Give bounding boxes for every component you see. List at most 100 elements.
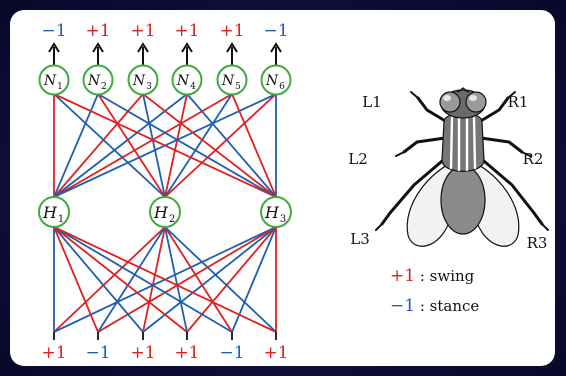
housefly-icon: [375, 87, 549, 247]
node-subscript: 1: [57, 82, 63, 92]
fly-abdomen: [440, 165, 486, 235]
node-subscript: 6: [279, 82, 285, 92]
node-letter: N: [265, 73, 279, 89]
output-sign-1: −1: [41, 21, 66, 41]
legend-stance-text: : stance: [415, 297, 479, 315]
output-node-n4: N 4: [171, 64, 203, 96]
edge-h1-n3: [53, 93, 144, 198]
edge-in4-h1: [53, 226, 188, 333]
arrow-up-icon: [270, 42, 282, 65]
hidden-node-h2: H 2: [149, 196, 181, 228]
node-letter: N: [132, 73, 146, 89]
input-sign-5: −1: [219, 343, 244, 363]
edge-in5-h1: [53, 226, 233, 333]
edge-h3-n1: [53, 93, 277, 198]
input-sign-1: +1: [41, 343, 66, 363]
edge-in6-h1: [53, 226, 277, 333]
leg-label-l3: L3: [350, 230, 370, 248]
node-subscript: 4: [190, 82, 196, 92]
edge-h3-n3: [142, 93, 277, 198]
output-signs: −1 +1 +1 +1 +1 −1: [41, 21, 288, 41]
diagram-card: −1 +1 +1 +1 +1 −1 N 1 N 2: [10, 10, 555, 366]
legend-stance: −1 : stance: [390, 296, 479, 316]
edge-h2-n5: [164, 93, 233, 198]
edge-h2-n6: [164, 93, 277, 198]
node-letter: N: [87, 73, 101, 89]
node-subscript: 3: [146, 82, 152, 92]
node-letter: N: [43, 73, 57, 89]
output-arrows: [48, 42, 282, 65]
network-edges: [53, 93, 277, 340]
output-sign-4: +1: [174, 21, 199, 41]
edge-in6-h2: [164, 226, 277, 333]
node-subscript: 2: [101, 82, 107, 92]
fly-legs: [375, 91, 549, 231]
node-subscript: 5: [235, 82, 241, 92]
arrow-up-icon: [48, 42, 60, 65]
edge-h1-n2: [53, 93, 99, 198]
edge-in2-h3: [97, 226, 277, 333]
arrow-up-icon: [181, 42, 193, 65]
edge-h2-n2: [97, 93, 166, 198]
edge-h2-n1: [53, 93, 166, 198]
node-subscript: 3: [280, 214, 286, 225]
edge-in4-h2: [164, 226, 188, 333]
output-node-n6: N 6: [260, 64, 292, 96]
hidden-nodes: H 1 H 2 H 3: [38, 196, 292, 228]
leg-labels: L1 R1 L2 R2 L3 R3: [348, 93, 547, 252]
node-letter: H: [42, 203, 58, 222]
output-sign-6: −1: [263, 21, 288, 41]
network-diagram: −1 +1 +1 +1 +1 −1 N 1 N 2: [38, 21, 549, 363]
fly-left-eye: [439, 91, 461, 113]
edge-h1-n5: [53, 93, 233, 198]
node-letter: N: [176, 73, 190, 89]
output-nodes: N 1 N 2 N 3 N 4: [38, 64, 292, 96]
edge-h3-n5: [231, 93, 277, 198]
output-sign-5: +1: [219, 21, 244, 41]
edge-h3-n2: [97, 93, 277, 198]
output-node-n5: N 5: [216, 64, 248, 96]
edge-in2-h2: [97, 226, 166, 333]
node-letter: H: [264, 203, 280, 222]
output-sign-2: +1: [85, 21, 110, 41]
arrow-up-icon: [226, 42, 238, 65]
input-sign-3: +1: [130, 343, 155, 363]
edge-h2-n4: [164, 93, 188, 198]
node-letter: H: [153, 203, 169, 222]
node-subscript: 2: [169, 214, 175, 225]
output-node-n1: N 1: [38, 64, 70, 96]
edge-in1-h2: [53, 226, 166, 333]
hidden-node-h3: H 3: [260, 196, 292, 228]
legend: +1 : swing −1 : stance: [390, 266, 479, 316]
edge-in2-h1: [53, 226, 99, 333]
edge-in5-h2: [164, 226, 233, 333]
fly-thorax-stripes: [449, 114, 477, 172]
output-node-n2: N 2: [82, 64, 114, 96]
legend-swing-text: : swing: [415, 267, 475, 285]
edge-h2-n3: [142, 93, 166, 198]
fly-thorax: [441, 112, 485, 172]
node-subscript: 1: [58, 214, 64, 225]
input-sign-2: −1: [85, 343, 110, 363]
input-signs: +1 −1 +1 +1 −1 +1: [41, 343, 288, 363]
edge-in3-h1: [53, 226, 144, 333]
legend-stance-value: −1: [390, 296, 415, 316]
output-node-n3: N 3: [127, 64, 159, 96]
legend-swing-value: +1: [390, 266, 415, 286]
hidden-node-h1: H 1: [38, 196, 70, 228]
fly-right-eye: [465, 91, 487, 113]
input-sign-4: +1: [174, 343, 199, 363]
leg-label-r1: R1: [508, 93, 529, 111]
leg-label-r2: R2: [523, 150, 544, 168]
input-sign-6: +1: [263, 343, 288, 363]
legend-swing: +1 : swing: [390, 266, 475, 286]
edge-in4-h3: [186, 226, 277, 333]
arrow-up-icon: [92, 42, 104, 65]
arrow-up-icon: [137, 42, 149, 65]
leg-label-l2: L2: [348, 150, 368, 168]
output-sign-3: +1: [130, 21, 155, 41]
leg-label-r3: R3: [527, 234, 548, 252]
edge-h3-n4: [186, 93, 277, 198]
edge-in3-h2: [142, 226, 166, 333]
